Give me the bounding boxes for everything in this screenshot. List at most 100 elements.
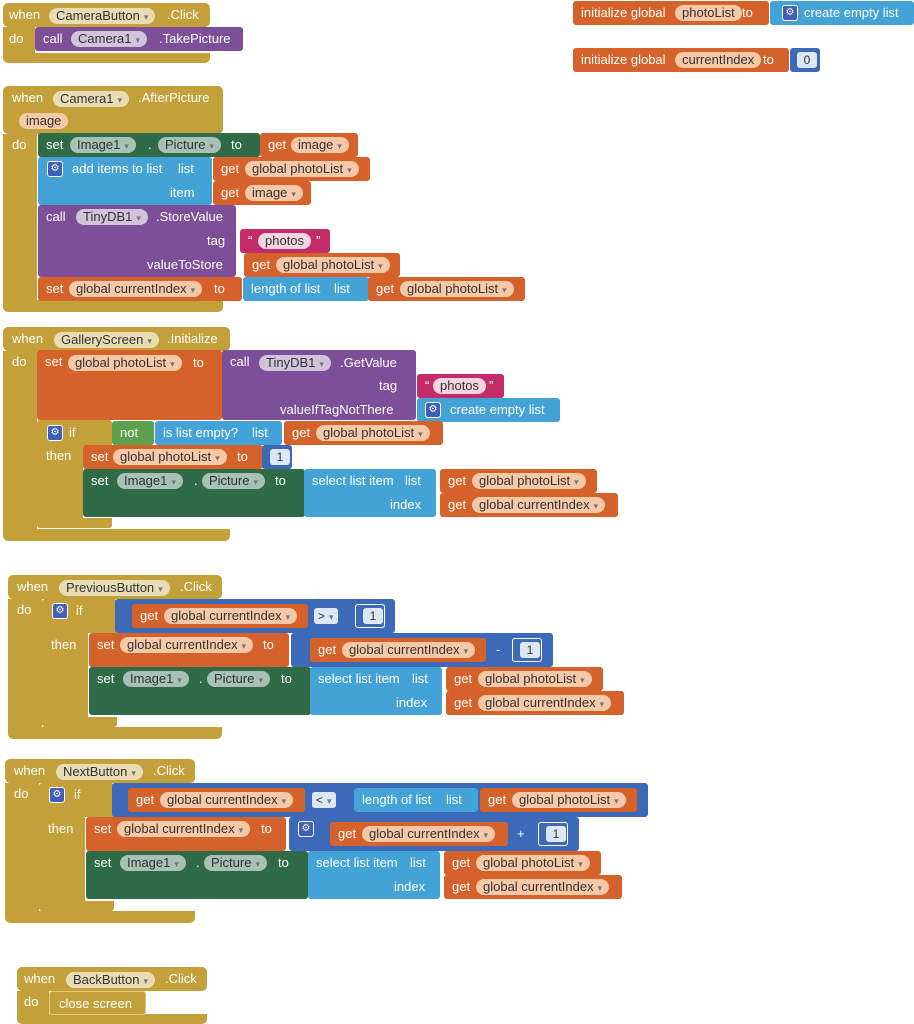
picture-property-dropdown[interactable]: Picture▾ [204, 855, 267, 871]
next-button-click-block[interactable]: when NextButton▾ .Click do [5, 759, 195, 923]
dot-separator: . [148, 137, 152, 152]
photolist-var-dropdown[interactable]: global photoList▾ [512, 792, 626, 808]
currentindex-var-dropdown[interactable]: global currentIndex▾ [342, 642, 476, 658]
index-socket-label: index [394, 879, 426, 894]
picture-property-dropdown[interactable]: Picture▾ [158, 137, 221, 153]
camera-button-click-block[interactable]: when CameraButton▾ .Click do call Camera… [3, 3, 243, 63]
photolist-name[interactable]: photoList [675, 5, 742, 21]
when-label: when [17, 579, 49, 594]
currentindex-var-dropdown[interactable]: global currentIndex▾ [160, 792, 294, 808]
previous-button-click-block[interactable]: when PreviousButton▾ .Click do [8, 575, 222, 739]
if-block[interactable] [39, 783, 114, 911]
currentindex-var-dropdown[interactable]: global currentIndex▾ [472, 497, 606, 513]
mutator-gear-icon[interactable]: ⚙ [782, 5, 798, 21]
currentindex-var-dropdown[interactable]: global currentIndex▾ [362, 826, 496, 842]
mutator-gear-icon[interactable]: ⚙ [47, 425, 63, 441]
then-label: then [51, 637, 77, 652]
previousbutton-dropdown[interactable]: PreviousButton▾ [59, 580, 170, 596]
mutator-gear-icon[interactable]: ⚙ [49, 787, 65, 803]
picture-property-dropdown[interactable]: Picture▾ [202, 473, 265, 489]
camera-after-picture-block[interactable]: when Camera1▾ .AfterPicture image do [3, 86, 223, 312]
currentindex-var-dropdown[interactable]: global currentIndex▾ [164, 608, 298, 624]
currentindex-name[interactable]: currentIndex [675, 52, 762, 68]
tinydb1-dropdown[interactable]: TinyDB1▾ [259, 355, 331, 371]
photolist-var-dropdown[interactable]: global photoList▾ [68, 355, 182, 371]
when-label: when [12, 90, 44, 105]
if-block[interactable] [42, 599, 117, 727]
picture-property-dropdown[interactable]: Picture▾ [207, 671, 270, 687]
number-one-field[interactable]: 1 [520, 642, 540, 658]
not-block[interactable]: not [112, 421, 154, 445]
if-block[interactable] [37, 420, 112, 528]
mutator-gear-icon[interactable]: ⚙ [52, 603, 68, 619]
if-label: if [74, 787, 81, 802]
number-one-field[interactable]: 1 [363, 608, 383, 624]
photolist-var-dropdown[interactable]: global photoList▾ [476, 855, 590, 871]
mutator-gear-icon[interactable]: ⚙ [425, 402, 441, 418]
to-label: to [278, 855, 289, 870]
click-event-label: .Click [165, 971, 197, 986]
back-button-click-block[interactable]: when BackButton▾ .Click do [17, 967, 207, 1024]
image-variable-dropdown[interactable]: image▾ [245, 185, 303, 201]
photolist-var-dropdown[interactable]: global photoList▾ [245, 161, 359, 177]
nextbutton-dropdown[interactable]: NextButton▾ [56, 764, 143, 780]
photolist-var-dropdown[interactable]: global photoList▾ [400, 281, 514, 297]
to-label: to [281, 671, 292, 686]
length-of-list-block[interactable]: length of list [243, 277, 369, 301]
mutator-gear-icon[interactable]: ⚙ [47, 161, 63, 177]
close-screen-block[interactable]: close screen [49, 991, 146, 1015]
camera-button-dropdown[interactable]: CameraButton▾ [49, 8, 156, 24]
currentindex-var-dropdown[interactable]: global currentIndex▾ [476, 879, 610, 895]
select-list-item-block[interactable]: select list item [308, 851, 440, 899]
tinydb1-dropdown[interactable]: TinyDB1▾ [76, 209, 148, 225]
image1-dropdown[interactable]: Image1▾ [120, 855, 186, 871]
mutator-gear-icon[interactable]: ⚙ [298, 821, 314, 837]
list-socket-label: list [334, 281, 350, 296]
photolist-var-dropdown[interactable]: global photoList▾ [316, 425, 430, 441]
then-label: then [46, 448, 72, 463]
image-param[interactable]: image [19, 113, 69, 129]
add-items-to-list[interactable]: add items to list [38, 157, 212, 205]
click-event-label: .Click [153, 763, 185, 778]
dot-separator: . [199, 671, 203, 686]
text-photos-field[interactable]: photos [433, 378, 487, 394]
plus-operator: + [517, 826, 525, 841]
to-label: to [263, 637, 274, 652]
backbutton-dropdown[interactable]: BackButton▾ [66, 972, 156, 988]
operator-dropdown[interactable]: >▾ [314, 608, 338, 624]
galleryscreen-dropdown[interactable]: GalleryScreen▾ [54, 332, 159, 348]
camera1-dropdown[interactable]: Camera1▾ [53, 91, 129, 107]
to-label: to [237, 449, 248, 464]
length-of-list-block[interactable]: length of list [354, 788, 478, 812]
image1-dropdown[interactable]: Image1▾ [123, 671, 189, 687]
valuetostore-socket-label: valueToStore [147, 257, 223, 272]
image1-dropdown[interactable]: Image1▾ [70, 137, 136, 153]
number-zero-field[interactable]: 0 [797, 52, 817, 68]
to-label: to [193, 355, 204, 370]
photolist-var-dropdown[interactable]: global photoList▾ [276, 257, 390, 273]
dot-separator: . [196, 855, 200, 870]
currentindex-var-dropdown[interactable]: global currentIndex▾ [120, 637, 254, 653]
to-label: to [275, 473, 286, 488]
if-label: if [69, 425, 76, 440]
when-label: when [9, 7, 41, 22]
photolist-var-dropdown[interactable]: global photoList▾ [113, 449, 227, 465]
number-one-field[interactable]: 1 [546, 826, 566, 842]
initialize-event-label: .Initialize [167, 331, 218, 346]
do-label: do [17, 602, 32, 617]
currentindex-var-dropdown[interactable]: global currentIndex▾ [117, 821, 251, 837]
currentindex-var-dropdown[interactable]: global currentIndex▾ [69, 281, 203, 297]
gallery-initialize-block[interactable]: when GalleryScreen▾ .Initialize do [3, 327, 230, 541]
photolist-var-dropdown[interactable]: global photoList▾ [472, 473, 586, 489]
currentindex-var-dropdown[interactable]: global currentIndex▾ [478, 695, 612, 711]
is-list-empty-block[interactable]: is list empty? [155, 421, 282, 445]
photolist-var-dropdown[interactable]: global photoList▾ [478, 671, 592, 687]
text-photos-field[interactable]: photos [258, 233, 312, 249]
select-list-item-block[interactable]: select list item [304, 469, 436, 517]
camera1-dropdown[interactable]: Camera1▾ [71, 31, 147, 47]
operator-dropdown[interactable]: <▾ [312, 792, 336, 808]
image1-dropdown[interactable]: Image1▾ [117, 473, 183, 489]
select-list-item-block[interactable]: select list item [310, 667, 442, 715]
number-one-field[interactable]: 1 [270, 449, 290, 465]
image-variable-dropdown[interactable]: image▾ [291, 137, 349, 153]
